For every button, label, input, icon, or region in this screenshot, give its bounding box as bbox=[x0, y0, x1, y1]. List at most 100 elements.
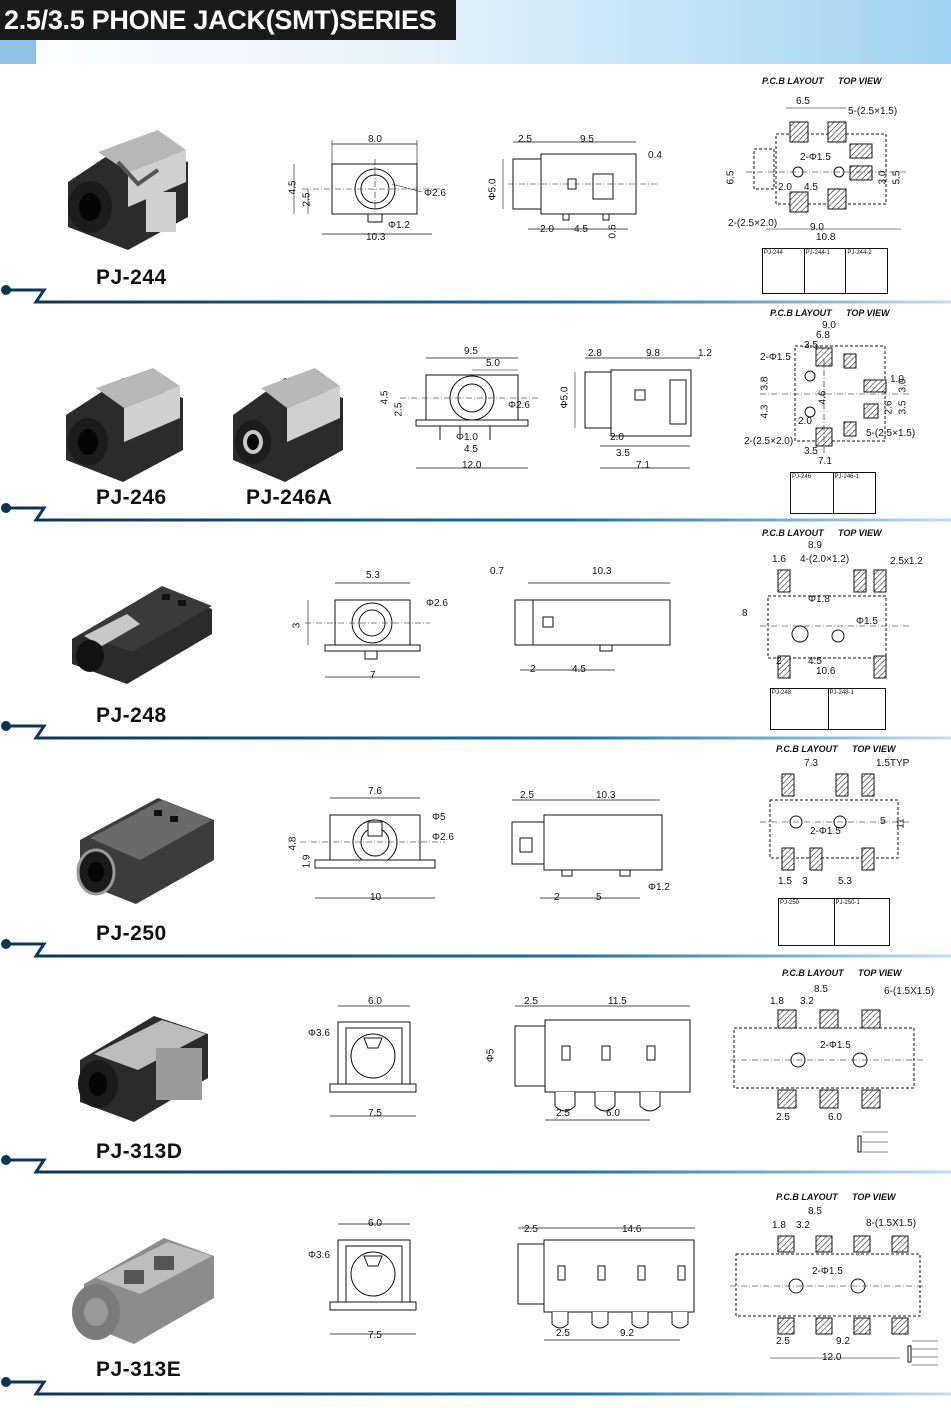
pcb-layout-label: P.C.B LAYOUT bbox=[770, 308, 832, 318]
dim-side-b1: 2.0 bbox=[540, 224, 554, 235]
pcb-dim-w85: 8.5 bbox=[808, 1206, 822, 1217]
dim-front-height: 4.5 bbox=[379, 390, 391, 405]
schematic-label: PJ-246-1 bbox=[834, 474, 859, 480]
dim-side-tip: 0.4 bbox=[648, 150, 662, 161]
pcb-dim-pads: 5-(2.5×1.5) bbox=[848, 106, 898, 117]
dim-front-width: 5.3 bbox=[366, 570, 380, 581]
pcb-dim-h2: 3.0 bbox=[877, 170, 889, 185]
schematic-label: PJ-244-1 bbox=[805, 250, 831, 256]
pcb-dim-h: 8 bbox=[742, 608, 748, 619]
schematic-label: PJ-244 bbox=[764, 250, 784, 256]
pcb-layout-drawing bbox=[746, 107, 906, 230]
schematic-cell: PJ-250-1 bbox=[835, 899, 890, 945]
schematic-label: PJ-250-1 bbox=[835, 900, 860, 906]
product-photo-pj-246a bbox=[233, 368, 343, 482]
pcb-dim-n20: 2.0 bbox=[778, 182, 792, 193]
dim-front-base: 7.5 bbox=[368, 1330, 382, 1341]
dim-front-half: 2.5 bbox=[393, 402, 405, 417]
pcb-dim-h43: 4.3 bbox=[759, 404, 771, 419]
pcb-dim-n20: 2.0 bbox=[798, 416, 812, 427]
pcb-dim-b3: 3 bbox=[802, 876, 808, 887]
schematic-cell: PJ-244-2 bbox=[846, 249, 887, 293]
dim-front-h1: 4.8 bbox=[287, 836, 299, 851]
pcb-dim-b35: 3.5 bbox=[804, 446, 818, 457]
section-pj-244: PJ-244 8.0 4.5 2.5 Φ2.6 Φ1.2 10.3 2.5 9.… bbox=[0, 64, 951, 304]
side-view-drawing bbox=[574, 357, 700, 469]
pcb-dim-w18: 1.8 bbox=[772, 1220, 786, 1231]
model-label: PJ-244 bbox=[96, 266, 167, 289]
product-photo-pj-313d bbox=[78, 1016, 208, 1122]
schematic-table: PJ-250 PJ-250-1 bbox=[778, 898, 890, 946]
dim-side-top2: 10.3 bbox=[596, 790, 616, 801]
dim-side-b2: 4.5 bbox=[574, 224, 588, 235]
dim-side-b1: 2.5 bbox=[556, 1328, 570, 1339]
pcb-dim-typ: 1.5TYP bbox=[876, 758, 910, 769]
section-pj-246: PJ-246 PJ-246A 9.5 5.0 4.5 2.5 Φ2.6 Φ1.0… bbox=[0, 300, 951, 522]
dim-front-width: 9.5 bbox=[464, 346, 478, 357]
dim-front-hole: Φ2.6 bbox=[508, 400, 530, 411]
model-label: PJ-313D bbox=[96, 1140, 183, 1163]
dim-side-top: 10.3 bbox=[592, 566, 612, 577]
side-view-drawing bbox=[502, 141, 658, 230]
model-label: PJ-248 bbox=[96, 704, 167, 727]
schematic-label: PJ-244-2 bbox=[847, 250, 872, 256]
dim-front-pin: Φ1.2 bbox=[388, 220, 410, 231]
pcb-dim-b2: 2 bbox=[776, 656, 782, 667]
schematic-drawing bbox=[907, 1340, 938, 1366]
schematic-cell: PJ-244 bbox=[763, 249, 805, 293]
dim-side-tip: 1.2 bbox=[698, 348, 712, 359]
dim-front-pin: Φ1.0 bbox=[456, 432, 478, 443]
dim-front-width: 6.0 bbox=[368, 1218, 382, 1229]
schematic-label: PJ-248 bbox=[772, 690, 792, 696]
dim-front-width: 8.0 bbox=[368, 134, 382, 145]
dim-side-top2: 9.5 bbox=[580, 134, 594, 145]
pcb-dim-hole1: Φ1.8 bbox=[808, 594, 830, 605]
pcb-dim-b92: 9.2 bbox=[836, 1336, 850, 1347]
pcb-layout-label: P.C.B LAYOUT bbox=[762, 528, 824, 538]
product-photo-pj-246 bbox=[66, 368, 183, 482]
pcb-dim-b106: 10.6 bbox=[816, 666, 836, 677]
pcb-layout-label: P.C.B LAYOUT bbox=[762, 76, 824, 86]
dim-front-b1: 4.5 bbox=[464, 444, 478, 455]
pcb-layout-label: P.C.B LAYOUT bbox=[782, 968, 844, 978]
dim-side-top2: 14.6 bbox=[622, 1224, 642, 1235]
dim-front-base: 7 bbox=[370, 670, 376, 681]
top-view-label: TOP VIEW bbox=[858, 968, 902, 978]
dim-side-b1: 2 bbox=[530, 664, 536, 675]
pcb-dim-hole: 2-Φ1.5 bbox=[812, 1266, 843, 1277]
pcb-dim-b45: 4.5 bbox=[808, 656, 822, 667]
side-view-drawing bbox=[511, 799, 663, 899]
dim-side-b3: 0.6 bbox=[607, 224, 619, 239]
header-accent-block bbox=[0, 40, 36, 64]
dim-front-width: 6.0 bbox=[368, 996, 382, 1007]
dim-side-tip: 0.7 bbox=[490, 566, 504, 577]
pcb-dim-n45: 4.5 bbox=[804, 182, 818, 193]
pcb-dim-w9: 9.0 bbox=[810, 222, 824, 233]
pcb-dim-slots: 2-(2.5×2.0) bbox=[744, 436, 794, 447]
dim-side-dia: Φ5.0 bbox=[487, 178, 499, 201]
pcb-dim-w89: 8.9 bbox=[808, 540, 822, 551]
front-view-drawing bbox=[329, 1005, 417, 1117]
product-photo-pj-313e bbox=[72, 1238, 214, 1344]
section-pj-313d: PJ-313D 6.0 Φ3.6 7.5 2.5 11.5 Φ5 2.5 6.0… bbox=[0, 958, 951, 1176]
dim-front-hole: Φ2.6 bbox=[424, 188, 446, 199]
pcb-dim-w35: 3.5 bbox=[804, 340, 818, 351]
dim-front-base: 7.5 bbox=[368, 1108, 382, 1119]
pcb-dim-h46: 4.6 bbox=[817, 390, 829, 405]
section-pj-250: PJ-250 7.6 4.8 1.9 Φ5 Φ2.6 10 2.5 10.3 2… bbox=[0, 740, 951, 958]
dim-front-height: 3 bbox=[291, 622, 303, 629]
pcb-layout-drawing bbox=[760, 773, 910, 871]
dim-side-b2: 3.5 bbox=[616, 448, 630, 459]
pcb-dim-pad: 2.5x1.2 bbox=[890, 556, 923, 567]
schematic-table: PJ-248 PJ-248-1 bbox=[770, 688, 886, 730]
schematic-cell: PJ-250 bbox=[779, 899, 835, 945]
pcb-dim-h: 6.5 bbox=[725, 170, 737, 185]
top-view-label: TOP VIEW bbox=[838, 528, 882, 538]
pcb-dim-w73: 7.3 bbox=[804, 758, 818, 769]
product-photo-pj-244 bbox=[68, 130, 188, 250]
dim-front-h2: 1.9 bbox=[301, 854, 313, 869]
top-view-label: TOP VIEW bbox=[852, 1192, 896, 1202]
pcb-dim-slots: 4-(2.0×1.2) bbox=[800, 554, 850, 565]
dim-front-base: 12.0 bbox=[462, 460, 482, 471]
dim-side-top1: 2.5 bbox=[520, 790, 534, 801]
